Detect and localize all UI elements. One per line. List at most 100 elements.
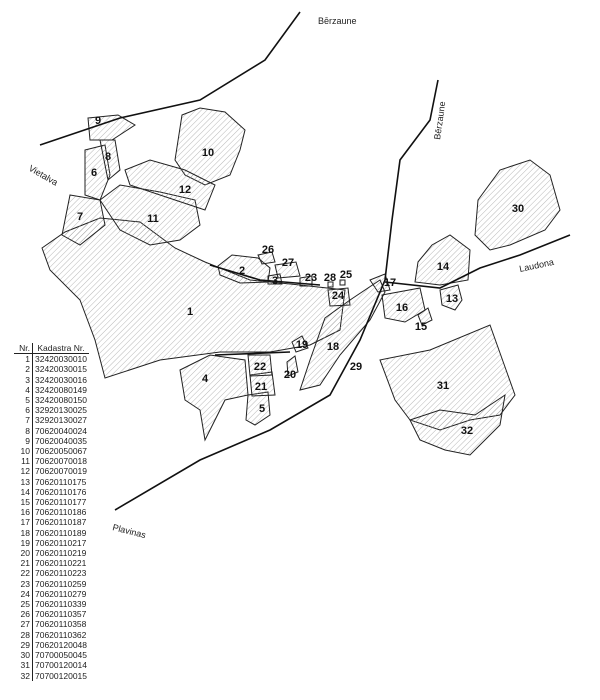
parcel-nr: 7: [14, 415, 33, 426]
place-vietalva: Vietalva: [27, 163, 60, 188]
svg-text:7: 7: [77, 211, 83, 223]
parcel-nr: 17: [14, 517, 33, 528]
parcel-nr: 20: [14, 548, 33, 559]
roads: [39, 11, 571, 511]
svg-text:26: 26: [262, 244, 274, 256]
parcel-nr: 32: [14, 670, 33, 681]
parcel-20: [286, 355, 299, 377]
parcel-nr: 10: [14, 446, 33, 457]
cadastre-number: 70620050067: [35, 446, 88, 457]
parcel-nr: 4: [14, 384, 33, 396]
cadastre-number: 70700050045: [35, 650, 88, 661]
cadastre-number: 32420080149: [35, 384, 88, 395]
svg-text:5: 5: [259, 403, 265, 415]
svg-text:28: 28: [324, 272, 336, 284]
cadastre-number: 32420030010: [35, 354, 88, 365]
parcel-32: [409, 393, 506, 456]
parcel-nr: 6: [14, 405, 33, 416]
parcel-nr: 19: [14, 537, 33, 549]
parcel-nr: 8: [14, 425, 33, 436]
cadastre-number: 70620110187: [35, 517, 87, 528]
parcel-14: [414, 234, 471, 286]
parcel-7: [61, 194, 106, 246]
parcel-nr: 25: [14, 599, 33, 610]
cadastre-number: 70620110357: [35, 609, 87, 620]
cadastre-number: 70620070018: [35, 456, 88, 467]
cadastre-number: 70620110358: [35, 619, 87, 630]
parcel-16: [381, 287, 426, 323]
cadastre-number: 70700120014: [35, 660, 88, 671]
svg-text:24: 24: [332, 290, 345, 302]
parcel-25: [339, 279, 346, 286]
cadastre-number: 70620110177: [35, 497, 87, 508]
parcel-nr: 16: [14, 507, 33, 518]
cadastre-number: 32920130025: [35, 405, 88, 416]
svg-text:10: 10: [202, 147, 214, 159]
parcel-nr: 18: [14, 527, 33, 538]
svg-text:3: 3: [272, 275, 278, 287]
col-nr-header: Nr.: [14, 343, 33, 355]
parcel-nr: 2: [14, 364, 33, 375]
parcel-10: [174, 107, 246, 186]
parcel-18: [299, 279, 386, 391]
parcels: [41, 107, 561, 456]
svg-text:8: 8: [105, 151, 111, 163]
parcel-nr: 15: [14, 497, 33, 508]
svg-text:20: 20: [284, 369, 296, 381]
svg-text:2: 2: [239, 265, 245, 277]
svg-text:9: 9: [95, 115, 101, 127]
svg-text:19: 19: [296, 339, 308, 351]
svg-text:23: 23: [305, 272, 317, 284]
parcel-nr: 9: [14, 435, 33, 447]
parcel-19: [291, 335, 309, 353]
parcel-nr: 5: [14, 395, 33, 406]
cadastre-number: 70620110189: [35, 527, 87, 538]
svg-text:30: 30: [512, 203, 524, 215]
cadastre-number: 70620040035: [35, 435, 88, 446]
cadastre-number: 70700120015: [35, 670, 88, 681]
parcel-26: [257, 251, 276, 265]
svg-text:32: 32: [461, 425, 473, 437]
svg-text:17: 17: [384, 277, 396, 289]
cadastre-number: 32420080150: [35, 395, 88, 406]
svg-text:13: 13: [446, 293, 458, 305]
svg-text:15: 15: [415, 321, 427, 333]
cadastre-number: 70620110219: [35, 548, 87, 559]
parcel-nr: 31: [14, 660, 33, 671]
road-berzaune-plavinas: [114, 79, 439, 511]
parcel-nr: 28: [14, 629, 33, 640]
parcel-nr: 23: [14, 578, 33, 589]
parcel-nr: 3: [14, 374, 33, 385]
svg-text:18: 18: [327, 341, 339, 353]
svg-text:21: 21: [255, 381, 267, 393]
parcel-12: [124, 159, 216, 211]
cadastre-number: 32920130027: [35, 415, 88, 426]
svg-text:27: 27: [282, 257, 294, 269]
cadastre-number: 70620110223: [35, 568, 87, 579]
parcel-2: [217, 254, 271, 284]
parcel-nr: 1: [14, 353, 33, 365]
cadastre-number: 32420030015: [35, 364, 88, 375]
svg-text:16: 16: [396, 302, 408, 314]
place-laudona: Laudona: [518, 257, 554, 274]
